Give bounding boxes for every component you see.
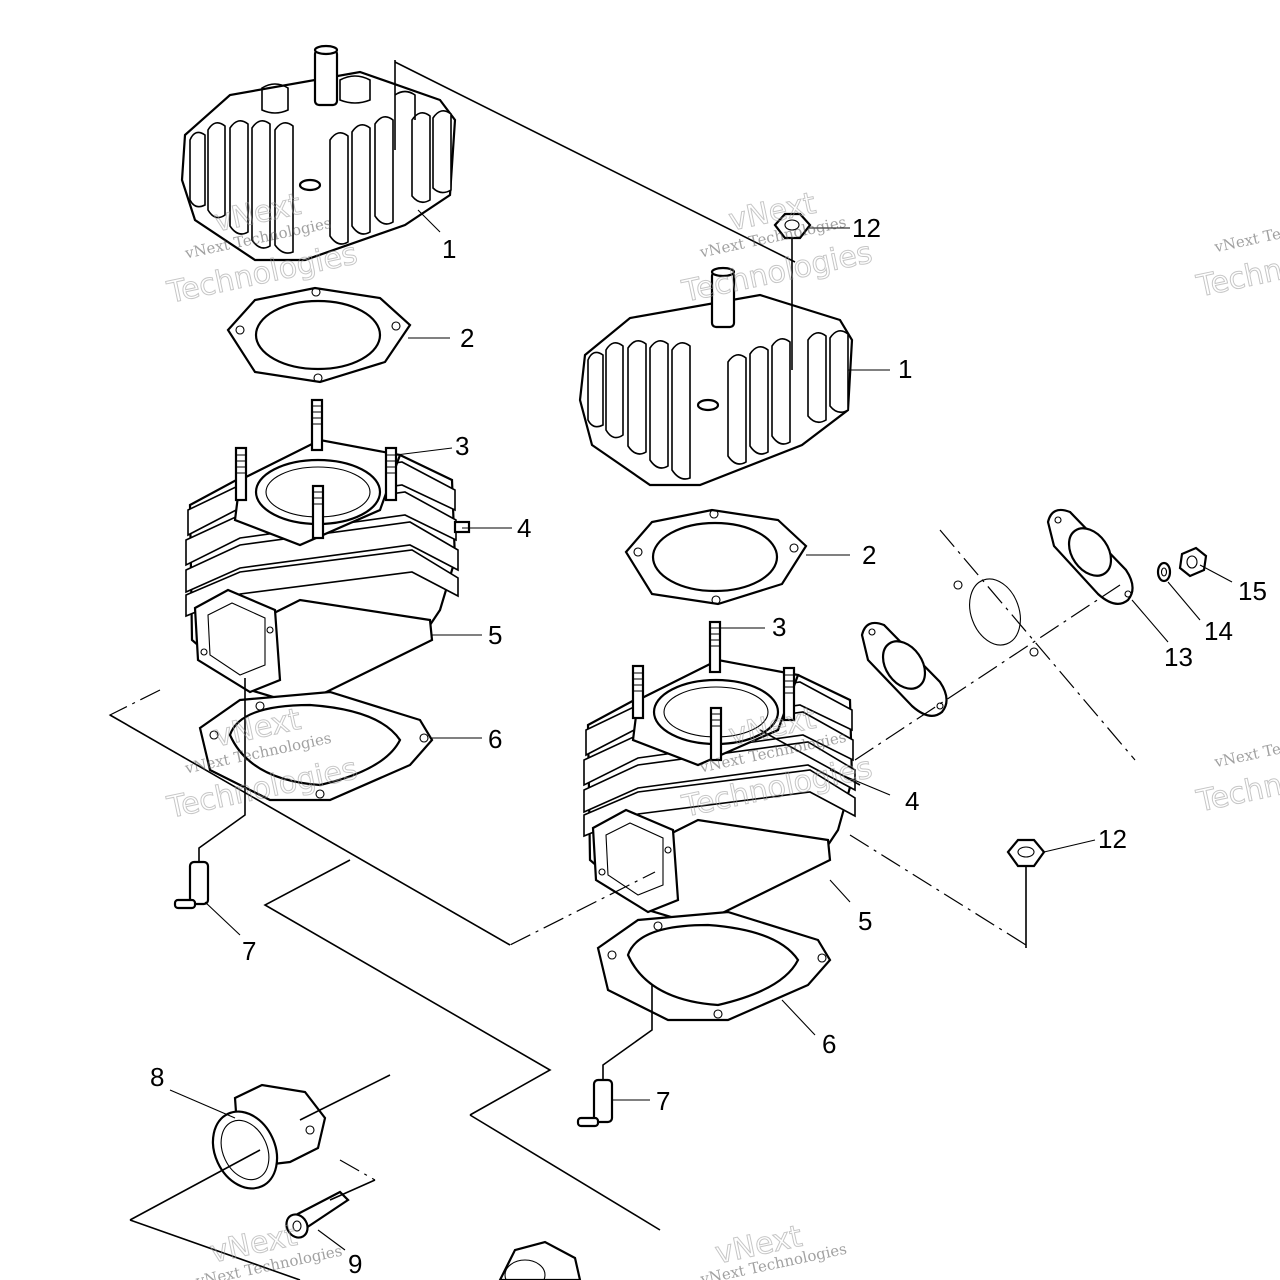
intake-boot-8 (211, 1083, 327, 1190)
callout-5: 5 (858, 906, 872, 936)
base-gasket-right (596, 910, 832, 1022)
studs-left (234, 398, 471, 540)
bolt-9 (285, 1190, 350, 1239)
head-gasket-left (226, 286, 412, 384)
cylinder-head-left (180, 44, 457, 262)
callout-9: 9 (348, 1249, 362, 1279)
callout-4: 4 (517, 513, 531, 543)
callout-12: 12 (852, 213, 881, 243)
base-gasket-left (198, 690, 434, 802)
cylinder-left (185, 438, 459, 707)
callout-2: 2 (460, 323, 474, 353)
callout-8: 8 (150, 1062, 164, 1092)
callout-labels: 1 1 2 2 3 3 4 4 5 5 6 6 7 7 8 9 12 12 13… (150, 213, 1267, 1279)
cylinder-head-right (578, 266, 854, 487)
callout-15: 15 (1238, 576, 1267, 606)
callout-2: 2 (862, 540, 876, 570)
callout-1: 1 (442, 234, 456, 264)
callout-13: 13 (1164, 642, 1193, 672)
callout-6: 6 (822, 1029, 836, 1059)
callout-6: 6 (488, 724, 502, 754)
callout-1: 1 (898, 354, 912, 384)
exhaust-gasket-4 (860, 621, 948, 717)
head-gasket-right (624, 508, 808, 606)
engine-flange-outline (939, 529, 1136, 761)
fitting-right (576, 985, 653, 1128)
watermark-text: vNext Technologies (1212, 208, 1280, 257)
exhaust-gasket-13 (1046, 508, 1134, 605)
assembly-lines (108, 60, 1233, 1280)
watermark-text: vNext Technologies (1212, 723, 1280, 772)
callout-5: 5 (488, 620, 502, 650)
callout-4: 4 (905, 786, 919, 816)
callout-7: 7 (242, 936, 256, 966)
nut-15 (1178, 546, 1208, 578)
cylinder-right (583, 658, 856, 927)
studs-right (631, 620, 796, 762)
flange-nut-right (1006, 838, 1046, 948)
washer-14 (1156, 561, 1172, 583)
intake-boot-partial (498, 1240, 582, 1280)
callout-7: 7 (656, 1086, 670, 1116)
callout-3: 3 (455, 431, 469, 461)
callout-12: 12 (1098, 824, 1127, 854)
callout-14: 14 (1204, 616, 1233, 646)
fitting-left (173, 678, 246, 910)
callout-3: 3 (772, 612, 786, 642)
